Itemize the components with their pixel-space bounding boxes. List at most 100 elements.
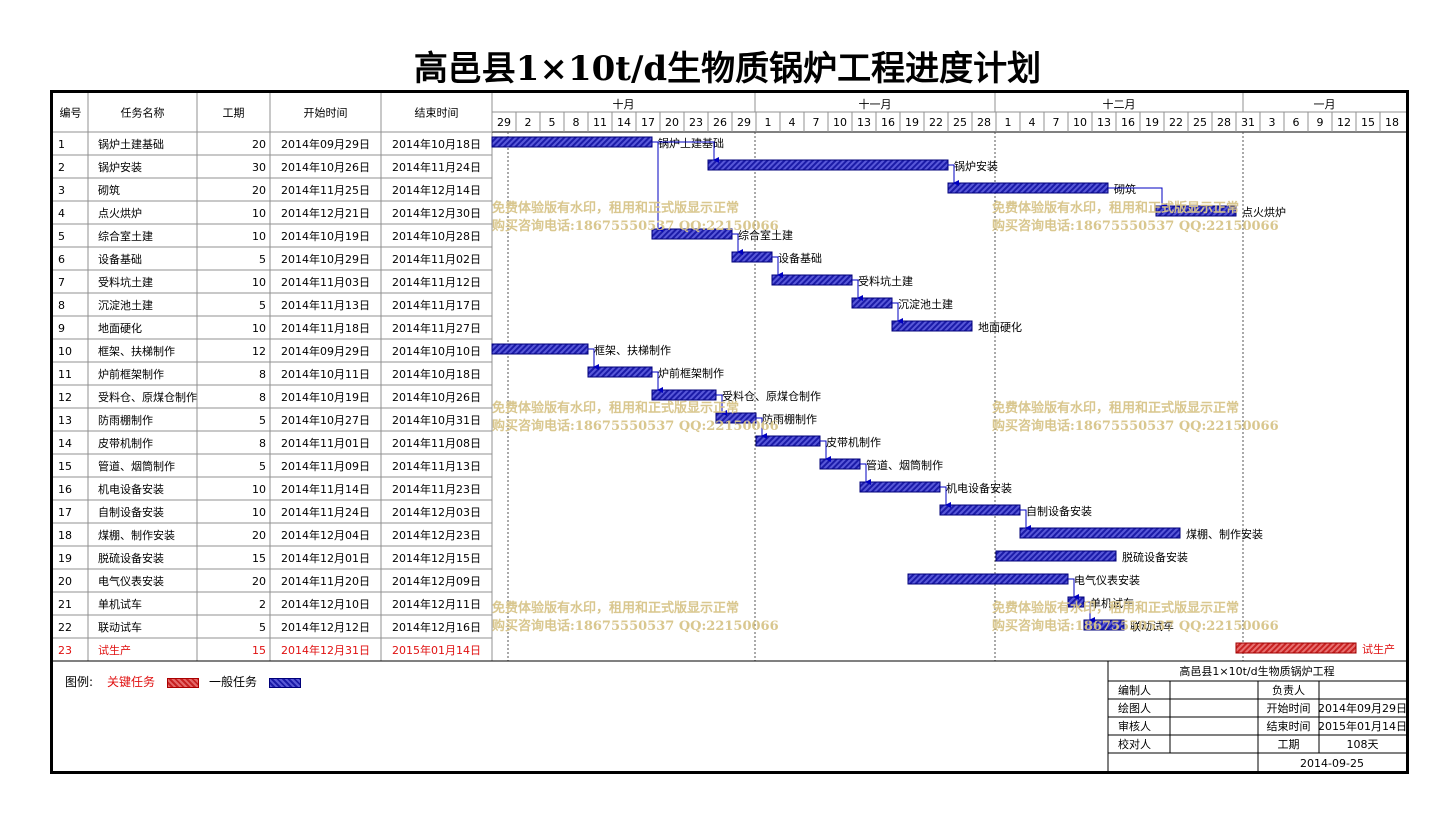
task-end: 2015年01月14日 — [392, 643, 481, 657]
task-duration: 10 — [252, 230, 266, 243]
task-id: 21 — [58, 598, 72, 611]
dependency-arrow — [1068, 578, 1079, 600]
day-tick-label: 16 — [1121, 116, 1135, 129]
task-duration: 8 — [259, 437, 266, 450]
gantt-bar-label: 框架、扶梯制作 — [594, 343, 671, 357]
task-start: 2014年11月01日 — [281, 436, 370, 450]
task-name: 综合室土建 — [98, 229, 153, 243]
info-drawer-label: 绘图人 — [1118, 701, 1151, 715]
task-name: 砌筑 — [98, 183, 120, 197]
task-id: 18 — [58, 529, 72, 542]
task-name: 自制设备安装 — [98, 505, 164, 519]
task-end: 2014年10月31日 — [392, 413, 481, 427]
task-duration: 10 — [252, 276, 266, 289]
gantt-bar — [651, 228, 733, 240]
task-name: 脱硫设备安装 — [98, 551, 164, 565]
gantt-bar-label: 单机试车 — [1090, 596, 1134, 610]
task-start: 2014年11月18日 — [281, 321, 370, 335]
gantt-bar-label: 脱硫设备安装 — [1122, 550, 1188, 564]
task-start: 2014年12月21日 — [281, 206, 370, 220]
info-reviewer-label: 审核人 — [1118, 719, 1151, 733]
task-start: 2014年11月25日 — [281, 183, 370, 197]
task-name: 锅炉安装 — [98, 160, 142, 174]
day-tick-label: 13 — [857, 116, 871, 129]
day-tick-label: 18 — [1385, 116, 1399, 129]
month-label: 十二月 — [1103, 97, 1136, 111]
gantt-bar — [755, 435, 821, 447]
task-end: 2014年12月09日 — [392, 574, 481, 588]
task-end: 2014年12月23日 — [392, 528, 481, 542]
task-name: 单机试车 — [98, 597, 142, 611]
info-leader-label: 负责人 — [1272, 683, 1305, 697]
day-tick-label: 25 — [953, 116, 967, 129]
gantt-bar-label: 受料坑土建 — [858, 274, 913, 288]
task-duration: 2 — [259, 598, 266, 611]
day-tick-label: 1 — [1005, 116, 1012, 129]
task-id: 22 — [58, 621, 72, 634]
gantt-bar-label: 地面硬化 — [978, 320, 1022, 334]
gantt-bar-label: 锅炉土建基础 — [658, 136, 724, 150]
task-name: 煤棚、制作安装 — [98, 528, 175, 542]
task-start: 2014年10月19日 — [281, 390, 370, 404]
day-tick-label: 8 — [573, 116, 580, 129]
legend-critical-swatch — [167, 678, 199, 688]
gantt-bar-label: 管道、烟筒制作 — [866, 458, 943, 472]
col-header-id: 编号 — [60, 106, 82, 120]
task-start: 2014年12月01日 — [281, 551, 370, 565]
task-id: 7 — [58, 276, 65, 289]
task-end: 2014年10月18日 — [392, 367, 481, 381]
task-duration: 12 — [252, 345, 266, 358]
task-id: 14 — [58, 437, 72, 450]
dependency-arrow — [652, 371, 663, 393]
day-tick-label: 20 — [665, 116, 679, 129]
task-start: 2014年09月29日 — [281, 344, 370, 358]
gantt-bar — [851, 297, 893, 309]
task-id: 10 — [58, 345, 72, 358]
task-id: 23 — [58, 644, 72, 657]
task-name: 炉前框架制作 — [98, 367, 164, 381]
task-end: 2014年11月23日 — [392, 482, 481, 496]
task-start: 2014年12月12日 — [281, 620, 370, 634]
dependency-arrow — [860, 463, 871, 485]
task-start: 2014年10月29日 — [281, 252, 370, 266]
task-name: 联动试车 — [98, 620, 142, 634]
task-start: 2014年10月11日 — [281, 367, 370, 381]
task-duration: 5 — [259, 253, 266, 266]
day-tick-label: 29 — [737, 116, 751, 129]
task-start: 2014年11月20日 — [281, 574, 370, 588]
gantt-bar-label: 锅炉安装 — [954, 159, 998, 173]
task-duration: 30 — [252, 161, 266, 174]
task-end: 2014年11月02日 — [392, 252, 481, 266]
task-start: 2014年11月03日 — [281, 275, 370, 289]
task-end: 2014年11月12日 — [392, 275, 481, 289]
task-id: 3 — [58, 184, 65, 197]
legend-label: 图例: — [65, 675, 94, 689]
day-tick-label: 19 — [1145, 116, 1159, 129]
task-id: 6 — [58, 253, 65, 266]
task-duration: 20 — [252, 138, 266, 151]
month-label: 十一月 — [859, 97, 892, 111]
col-header-name: 任务名称 — [121, 106, 165, 120]
day-tick-label: 29 — [497, 116, 511, 129]
task-id: 16 — [58, 483, 72, 496]
gantt-bar — [1155, 205, 1237, 217]
gantt-bar — [715, 412, 757, 424]
task-duration: 5 — [259, 414, 266, 427]
task-start: 2014年12月04日 — [281, 528, 370, 542]
task-end: 2014年10月10日 — [392, 344, 481, 358]
gantt-bar — [819, 458, 861, 470]
gantt-bar-label: 机电设备安装 — [946, 481, 1012, 495]
task-duration: 20 — [252, 575, 266, 588]
task-start: 2014年10月27日 — [281, 413, 370, 427]
task-end: 2014年11月08日 — [392, 436, 481, 450]
day-tick-label: 15 — [1361, 116, 1375, 129]
gantt-bar — [995, 550, 1117, 562]
legend-normal-label: 一般任务 — [209, 675, 258, 689]
day-tick-label: 26 — [713, 116, 727, 129]
page-title: 高邑县1×10t/d生物质锅炉工程进度计划 — [413, 49, 1042, 89]
task-name: 地面硬化 — [98, 321, 142, 335]
day-tick-label: 22 — [929, 116, 943, 129]
gantt-bar-label: 试生产 — [1362, 642, 1395, 656]
info-checker-label: 校对人 — [1118, 737, 1151, 751]
